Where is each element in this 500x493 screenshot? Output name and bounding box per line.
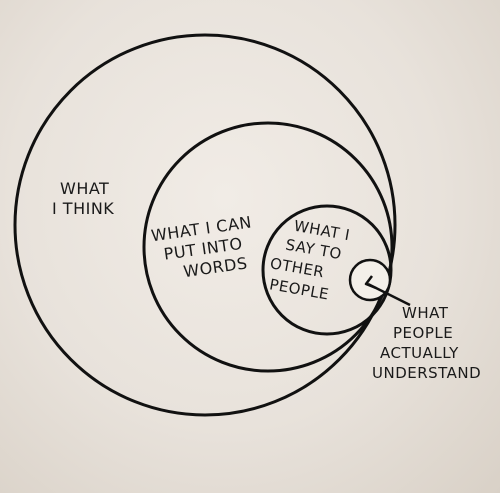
label-understand-line3: ACTUALLY: [380, 344, 459, 362]
label-understand-line1: WHAT: [402, 304, 449, 322]
label-understand-line4: UNDERSTAND: [372, 364, 481, 382]
circle-what-i-can-put-into-words: [142, 121, 394, 373]
circle-what-i-say-to-other-people: [261, 204, 393, 336]
label-think-line2: I THINK: [52, 199, 114, 218]
pointer-arrow-head: [364, 275, 377, 290]
circle-what-i-think: [13, 33, 397, 417]
label-understand-line2: PEOPLE: [393, 324, 453, 342]
label-think-line1: WHAT: [60, 179, 109, 198]
